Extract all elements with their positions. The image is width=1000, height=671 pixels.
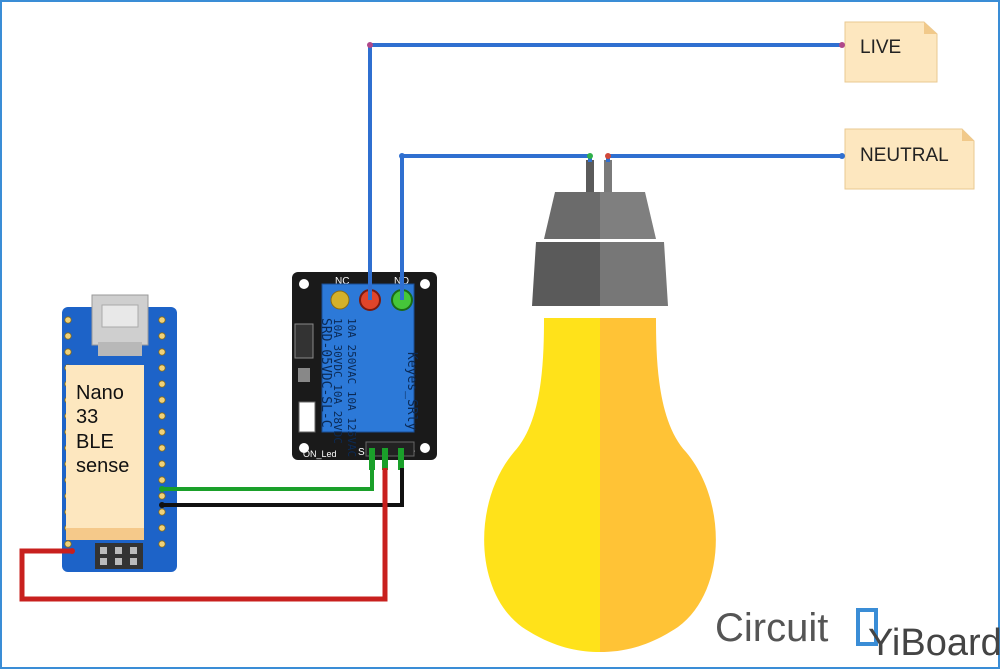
relay-pin-signal	[369, 448, 375, 470]
header-pin	[158, 380, 166, 388]
header-pin	[158, 412, 166, 420]
wire-signal	[162, 468, 374, 491]
header-pin	[158, 428, 166, 436]
watermark-circuit: Circuit	[715, 606, 828, 650]
header-pin	[64, 348, 72, 356]
relay-spec-line1: 10A 250VAC 10A 125VAC	[345, 318, 358, 457]
header-pin	[158, 364, 166, 372]
relay-pin-s-label: S	[358, 447, 365, 458]
relay-module: NC NO 10A 250VAC 10A 125VAC 10A 30VDC 10…	[292, 272, 437, 470]
icsp-header	[95, 543, 143, 569]
relay-model: SRD-05VDC-SL-C	[318, 318, 333, 428]
header-pin	[64, 540, 72, 548]
header-pin	[158, 492, 166, 500]
arduino-nano-board: Nano 33 BLE sense	[62, 294, 177, 572]
bulb-glass-left	[484, 318, 600, 652]
relay-spec-line2: 10A 30VDC 10A 28VDC	[331, 318, 344, 444]
header-pin	[158, 540, 166, 548]
neutral-label-text: NEUTRAL	[860, 145, 949, 166]
nano-label-line2: 33	[76, 406, 98, 428]
header-pin	[158, 396, 166, 404]
socket-top-left	[544, 192, 600, 239]
live-label-text: LIVE	[860, 37, 901, 58]
wires	[19, 42, 845, 602]
header-pin	[64, 332, 72, 340]
wire-neutral	[606, 154, 842, 162]
relay-nc-label: NC	[335, 276, 349, 287]
watermark: Circuit YiBoard	[715, 606, 1000, 664]
socket-bottom-left	[532, 242, 600, 306]
nano-label-line1: Nano	[76, 382, 124, 404]
relay-pin-gnd	[398, 448, 404, 470]
header-pin	[158, 316, 166, 324]
wire-power	[19, 468, 388, 602]
bulb-prong-right	[604, 160, 612, 196]
header-pin	[158, 460, 166, 468]
nano-label-line4: sense	[76, 455, 129, 477]
light-bulb	[484, 160, 716, 652]
socket-bottom-right	[600, 242, 668, 306]
watermark-digest-fragment	[856, 608, 878, 646]
neutral-label: NEUTRAL	[844, 128, 975, 190]
bulb-prong-left	[586, 160, 594, 196]
socket-top-right	[600, 192, 656, 239]
header-pin	[158, 524, 166, 532]
header-pin	[64, 316, 72, 324]
nano-pins-right	[158, 316, 166, 548]
header-pin	[158, 444, 166, 452]
header-pin	[158, 332, 166, 340]
nano-label-note	[66, 365, 144, 540]
wire-ground	[162, 468, 404, 507]
relay-on-led-label: ON_Led	[303, 449, 337, 459]
header-pin	[158, 476, 166, 484]
header-pin	[158, 508, 166, 516]
watermark-yiboard: YiBoard	[868, 622, 1000, 664]
live-label: LIVE	[844, 21, 938, 83]
bulb-glass-right	[600, 318, 716, 652]
nano-label-line3: BLE	[76, 431, 114, 453]
relay-brand: Keyes_SRly	[404, 352, 419, 430]
relay-pin-vcc	[382, 448, 388, 470]
header-pin	[158, 348, 166, 356]
